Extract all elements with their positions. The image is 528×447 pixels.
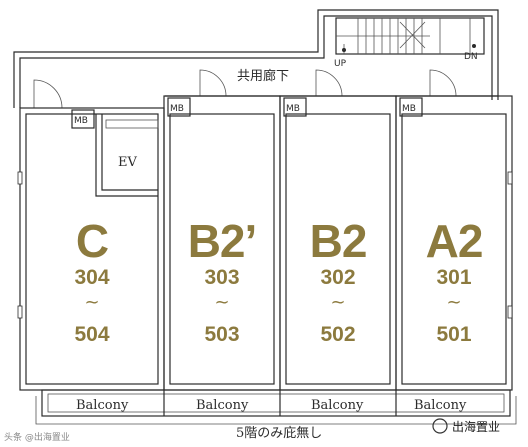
fifth-floor-note: 5階のみ庇無し	[236, 426, 322, 441]
unit-range-end-b2-prime: 503	[204, 323, 239, 346]
unit-type-b2: B2	[310, 215, 367, 267]
unit-type-a2: A2	[426, 215, 483, 267]
unit-range-sep-a2: ~	[446, 292, 461, 313]
svg-text:出海置业: 出海置业	[452, 419, 500, 434]
unit-range-sep-b2: ~	[330, 292, 345, 313]
unit-type-c: C	[76, 215, 108, 267]
meter-box-b2-label: MB	[286, 104, 300, 114]
unit-type-b2-prime: B2’	[188, 215, 257, 267]
elevator-shaft: EV	[95, 114, 159, 197]
unit-range-start-a2: 301	[436, 266, 471, 289]
balcony-label-c: Balcony	[76, 398, 129, 413]
unit-range-sep-c: ~	[84, 292, 99, 313]
svg-text:MB: MB	[74, 116, 88, 126]
watermark-right: 出海置业	[432, 418, 500, 434]
unit-range-end-b2: 502	[320, 323, 355, 346]
watermark-left: 头条 @出海置业	[4, 431, 70, 443]
unit-label-a2: A2 301 ~ 501	[426, 215, 484, 346]
elevator-label: EV	[118, 155, 137, 170]
unit-range-end-a2: 501	[436, 323, 471, 346]
unit-range-end-c: 504	[74, 323, 109, 346]
balcony-label-b2: Balcony	[311, 398, 364, 413]
corridor-label: 共用廊下	[237, 68, 289, 84]
meter-box-b2p-label: MB	[170, 104, 184, 114]
stair-treads	[336, 18, 471, 54]
stair-down-label: DN	[464, 52, 478, 62]
unit-label-c: C 304 ~ 504	[74, 215, 109, 346]
unit-range-start-b2-prime: 303	[204, 266, 239, 289]
unit-label-b2: B2 302 ~ 502	[310, 215, 368, 346]
meter-box-a2-label: MB	[402, 104, 416, 114]
balcony-strip: Balcony Balcony Balcony Balcony	[35, 389, 517, 425]
unit-a2: MB	[395, 95, 513, 391]
unit-label-b2-prime: B2’ 303 ~ 503	[188, 215, 258, 346]
window-marks	[17, 171, 513, 319]
unit-range-sep-b2-prime: ~	[214, 292, 229, 313]
stair-down-marker	[472, 44, 476, 48]
meter-box-c: MB	[71, 109, 95, 129]
corridor-doors	[33, 69, 457, 109]
stairwell: UP DN	[334, 17, 485, 69]
stair-up-marker	[342, 48, 346, 52]
balcony-label-a2: Balcony	[414, 398, 467, 413]
unit-range-start-c: 304	[74, 266, 109, 289]
unit-range-start-b2: 302	[320, 266, 355, 289]
balcony-label-b2-prime: Balcony	[196, 398, 249, 413]
building-outline	[13, 9, 499, 108]
stair-up-label: UP	[334, 59, 347, 69]
